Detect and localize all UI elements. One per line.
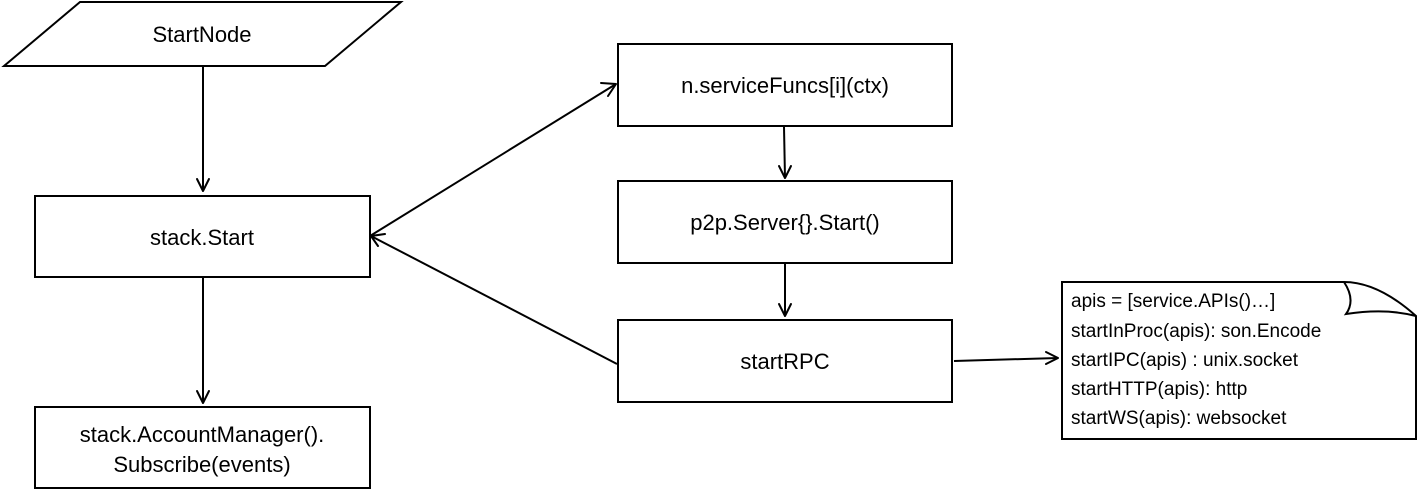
start-node-label: StartNode [152,22,251,47]
p2p-server-label: p2p.Server{}.Start() [690,210,880,235]
start-node: StartNode [1,1,404,67]
start-node-shape [1,1,404,67]
edge-p2p-server-to-start-rpc [778,263,792,317]
start-rpc-box [617,319,953,403]
service-funcs-label: n.serviceFuncs[i](ctx) [681,73,889,98]
p2p-server-box [617,180,953,264]
api-note-line-3: startIPC(apis) : unix.socket [1071,350,1299,371]
api-note-line-1: apis = [service.APIs()…] [1071,291,1275,312]
p2p-server-node: p2p.Server{}.Start() [617,180,953,264]
api-note-line-2: startInProc(apis): son.Encode [1071,321,1321,342]
api-note-line-4: startHTTP(apis): http [1071,379,1247,400]
api-note-line-5: startWS(apis): websocket [1071,408,1287,429]
start-rpc-label: startRPC [740,349,829,374]
account-manager-label-line2: Subscribe(events) [113,452,290,477]
edge-start-rpc-to-stack-start [370,233,618,365]
account-manager-box [34,406,371,489]
edge-stack-start-to-account-manager [196,277,210,404]
edge-start-rpc-to-note [953,351,1059,365]
account-manager-label-line1: stack.AccountManager(). [80,422,325,447]
stack-start-label: stack.Start [150,225,254,250]
account-manager-node: stack.AccountManager(). Subscribe(events… [34,406,371,489]
stack-start-node: stack.Start [34,195,371,278]
edge-stack-start-to-service-funcs [369,82,617,237]
api-note-fold [1343,281,1417,317]
edge-service-funcs-to-p2p-server [778,126,792,179]
api-note-shape [1061,281,1417,440]
api-note: apis = [service.APIs()…] startInProc(api… [1061,281,1417,440]
edge-startnode-to-stack-start [196,66,210,192]
start-rpc-node: startRPC [617,319,953,403]
service-funcs-node: n.serviceFuncs[i](ctx) [617,43,953,127]
stack-start-box [34,195,371,278]
service-funcs-box [617,43,953,127]
